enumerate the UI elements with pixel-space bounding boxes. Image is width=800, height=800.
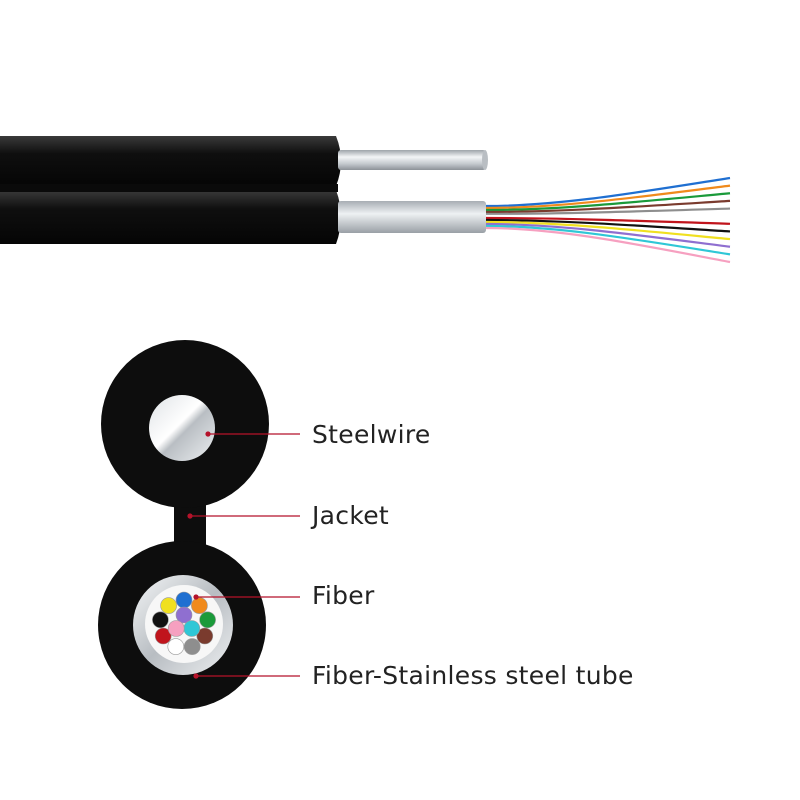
steelwire-label: Steelwire — [312, 420, 431, 449]
fiber-strand — [485, 192, 731, 212]
tube-label: Fiber-Stainless steel tube — [312, 661, 634, 690]
fiber-strand — [485, 216, 731, 225]
fiber-fan — [485, 176, 731, 264]
fiber-dot — [199, 611, 216, 629]
fiber-dot — [183, 638, 201, 655]
jacket-web — [0, 184, 338, 192]
callout-jacket: Jacket — [187, 501, 389, 530]
fiber-dot — [191, 597, 208, 614]
cable-cross-section — [98, 340, 269, 709]
fiber-strand — [485, 218, 731, 233]
stainless-tube-exposed — [338, 201, 486, 233]
fiber-dot — [160, 597, 177, 614]
fiber-strand — [485, 184, 731, 210]
fiber-strand — [485, 222, 731, 248]
steel-wire-exposed — [338, 150, 486, 170]
steelwire-disc — [149, 395, 215, 461]
callout-steelwire: Steelwire — [205, 420, 430, 449]
fiber-dot — [183, 620, 201, 637]
fiber-bundle — [152, 591, 216, 655]
fiber-strand — [485, 220, 731, 241]
fiber-strand — [485, 207, 731, 216]
steel-wire-end — [482, 150, 488, 170]
fiber-dot — [196, 627, 214, 645]
cable-side-view — [0, 136, 731, 264]
jacket-label: Jacket — [310, 501, 389, 530]
fiber-dot — [152, 611, 169, 629]
fiber-dot — [167, 620, 185, 637]
fiber-strand — [485, 226, 731, 264]
fiber-strand — [485, 224, 731, 256]
lower-jacket-strip — [0, 190, 341, 244]
fiber-dot — [154, 627, 172, 645]
callout-fiber: Fiber — [193, 581, 375, 610]
callout-tube: Fiber-Stainless steel tube — [193, 661, 633, 690]
jacket-leader-dot — [187, 513, 193, 519]
tube-leader-dot — [193, 673, 199, 679]
steelwire-leader-dot — [205, 431, 211, 437]
fiber-strand — [485, 199, 731, 214]
callouts: Steelwire Jacket Fiber Fiber-Stainless s… — [187, 420, 633, 690]
fiber-strand — [485, 176, 731, 208]
fiber-dot — [175, 591, 193, 609]
upper-jacket-strip — [0, 136, 341, 186]
fiber-dot — [167, 638, 185, 655]
fiber-leader-dot — [193, 594, 199, 600]
fiber-dot — [175, 606, 193, 624]
fiber-label: Fiber — [312, 581, 375, 610]
